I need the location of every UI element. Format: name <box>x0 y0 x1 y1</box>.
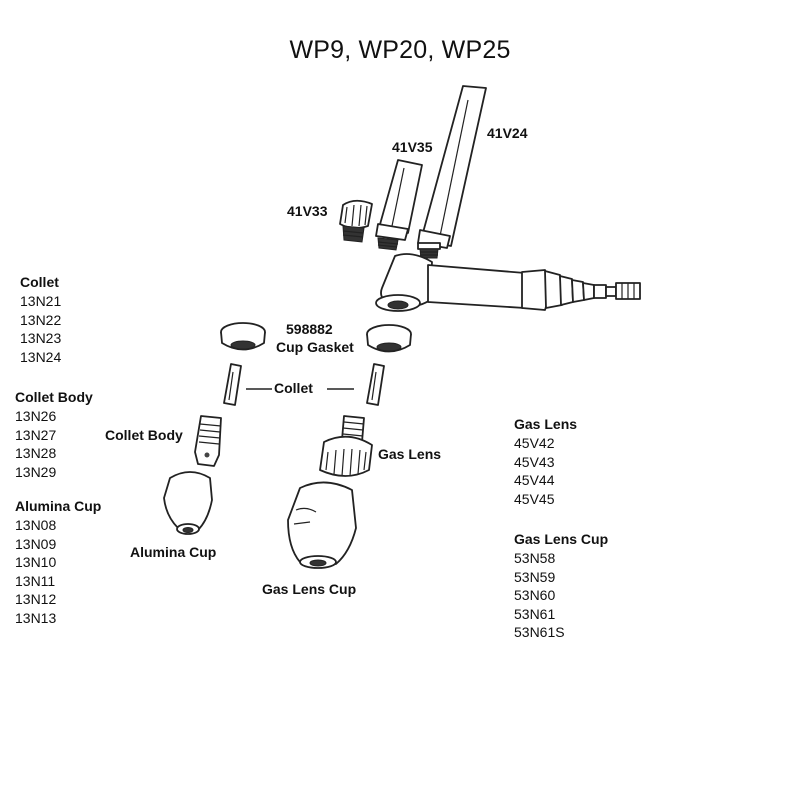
gas-lens-cup-part-list: Gas Lens Cup 53N58 53N59 53N60 53N61 53N… <box>514 530 608 642</box>
collet-left-drawing <box>223 363 242 406</box>
label-41v24: 41V24 <box>487 125 528 141</box>
label-collet-body: Collet Body <box>105 427 183 443</box>
list-item: 53N58 <box>514 550 556 566</box>
label-gas-lens: Gas Lens <box>378 446 442 462</box>
list-item: 53N61S <box>514 624 565 640</box>
alumina-cup-part-list: Alumina Cup 13N08 13N09 13N10 13N11 13N1… <box>15 497 101 627</box>
collet-right-drawing <box>366 363 385 406</box>
label-alumina-cup: Alumina Cup <box>130 544 217 560</box>
label-41v35: 41V35 <box>392 139 433 155</box>
list-item: 13N27 <box>15 426 57 443</box>
label-cup-gasket: Cup Gasket <box>276 339 354 355</box>
list-item: 13N09 <box>15 535 57 552</box>
list-item: 13N24 <box>20 348 62 365</box>
gas-lens-part-list: Gas Lens 45V42 45V43 45V44 45V45 <box>514 415 577 508</box>
collet-part-list: Collet 13N21 13N22 13N23 13N24 <box>20 273 61 366</box>
list-item: 13N11 <box>15 572 56 589</box>
list-item: 45V45 <box>514 490 555 507</box>
long-back-cap-drawing <box>417 85 487 259</box>
list-item: 45V44 <box>514 472 555 488</box>
alumina-cup-list-heading: Alumina Cup <box>15 498 102 514</box>
list-item: 13N29 <box>15 463 57 480</box>
label-cup-gasket-number: 598882 <box>286 321 333 337</box>
list-item: 13N21 <box>20 293 62 309</box>
cup-gasket-left-drawing <box>220 322 266 351</box>
medium-back-cap-drawing <box>375 159 423 251</box>
label-41v33: 41V33 <box>287 203 328 219</box>
list-item: 53N60 <box>514 587 556 603</box>
diagram-title: WP9, WP20, WP25 <box>289 36 511 64</box>
list-item: 13N13 <box>15 609 57 626</box>
gas-lens-cup-drawing <box>287 481 357 569</box>
list-item: 13N12 <box>15 591 57 607</box>
list-item: 45V42 <box>514 435 555 451</box>
list-item: 13N23 <box>20 330 62 346</box>
label-gas-lens-cup: Gas Lens Cup <box>262 581 357 597</box>
torch-head-drawing <box>375 253 641 312</box>
cup-gasket-right-drawing <box>366 324 412 353</box>
list-item: 13N08 <box>15 517 57 533</box>
gas-lens-drawing <box>319 415 373 477</box>
list-item: 13N22 <box>20 311 62 328</box>
gas-lens-cup-list-heading: Gas Lens Cup <box>514 531 609 547</box>
collet-body-drawing <box>194 415 222 467</box>
gas-lens-list-heading: Gas Lens <box>514 416 578 432</box>
list-item: 45V43 <box>514 453 555 470</box>
list-item: 53N59 <box>514 568 556 585</box>
list-item: 13N28 <box>15 445 57 461</box>
short-back-cap-drawing <box>339 199 373 243</box>
list-item: 53N61 <box>514 605 556 622</box>
collet-body-part-list: Collet Body 13N26 13N27 13N28 13N29 <box>15 388 93 481</box>
list-item: 13N10 <box>15 554 57 570</box>
list-item: 13N26 <box>15 408 57 424</box>
collet-list-heading: Collet <box>20 274 59 290</box>
label-collet: Collet <box>274 380 313 396</box>
alumina-cup-drawing <box>163 471 213 535</box>
collet-body-list-heading: Collet Body <box>15 389 93 405</box>
